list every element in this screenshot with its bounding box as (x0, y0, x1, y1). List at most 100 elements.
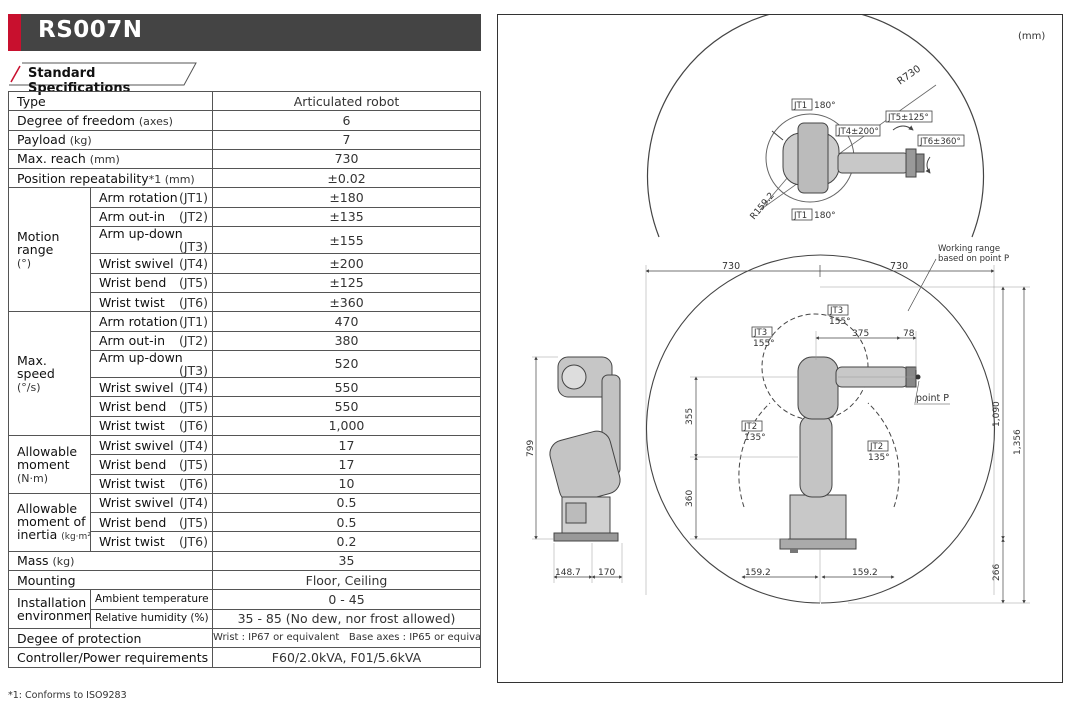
jt3-tag-left: JT3 (753, 328, 767, 338)
table-row: Max.speed(°/s) Arm rotation(JT1) 470 (8, 311, 481, 436)
table-row: Max. reach (mm) 730 (8, 148, 481, 170)
row-label: Wrist twist(JT6) (90, 531, 213, 552)
dimension-drawing: (mm) R730 R159.2 JT1 180° JT1 180° JT4±2… (497, 14, 1063, 683)
row-label: Wrist bend(JT5) (90, 396, 213, 417)
dim-1356: 1,356 (1013, 429, 1023, 455)
row-label: Degree of freedom (axes) (8, 110, 213, 131)
dim-170: 170 (598, 568, 615, 578)
table-row: Mounting Floor, Ceiling (8, 570, 481, 591)
jt3-value-left: 155° (753, 339, 775, 349)
group-label-speed: Max.speed(°/s) (8, 311, 91, 436)
table-row: Controller/Power requirements F60/2.0kVA… (8, 647, 481, 668)
row-value: 0.5 (212, 512, 481, 533)
dim-799: 799 (526, 440, 536, 457)
row-value: ±155 (212, 226, 481, 255)
row-label: Controller/Power requirements (8, 647, 213, 668)
dim-1090: 1,090 (992, 401, 1002, 427)
title-accent (8, 14, 21, 51)
row-value: 17 (212, 454, 481, 475)
jt2-tag-right: JT2 (869, 442, 883, 452)
row-value: 10 (212, 473, 481, 494)
row-label: Wrist twist(JT6) (90, 291, 213, 313)
unit-label: (mm) (1018, 31, 1045, 42)
dim-78: 78 (903, 329, 915, 339)
row-value: Floor, Ceiling (212, 570, 481, 591)
footnote: *1: Conforms to ISO9283 (8, 690, 127, 701)
spec-table: Type Articulated robot Degree of freedom… (8, 90, 481, 668)
row-label: Degee of protection (8, 627, 213, 649)
row-value: 730 (212, 148, 481, 170)
dim-730-left: 730 (722, 261, 740, 272)
row-label: Mounting (8, 570, 213, 591)
row-value: ±0.02 (212, 168, 481, 189)
row-value: Articulated robot (212, 90, 481, 112)
row-value: ±125 (212, 272, 481, 293)
row-value: 17 (212, 434, 481, 456)
table-row: Wrist twist(JT6)±360 (9, 291, 481, 313)
row-label: Wrist bend(JT5) (90, 454, 213, 475)
jt2-value-right: 135° (868, 453, 890, 463)
row-value: ±200 (212, 253, 481, 274)
row-value: ±180 (212, 187, 481, 208)
row-label: Wrist bend(JT5) (90, 272, 213, 293)
section-header: Standard Specifications (8, 62, 197, 96)
row-label: Relative humidity (%) (90, 608, 213, 629)
row-label: Type (8, 90, 213, 112)
dim-360: 360 (685, 490, 695, 507)
row-value: F60/2.0kVA, F01/5.6kVA (212, 647, 481, 668)
row-value: 550 (212, 377, 481, 398)
table-row: Arm up-down(JT3)±155 (9, 226, 481, 255)
table-row: Arm out-in(JT2)±135 (9, 206, 481, 228)
table-row: Wrist bend(JT5)550 (9, 396, 481, 417)
table-row: Degree of freedom (axes) 6 (8, 110, 481, 131)
robot-profile (549, 356, 621, 542)
dim-159-left: 159.2 (745, 568, 771, 578)
row-label: Wrist swivel(JT4) (90, 492, 213, 514)
table-row: Arm up-down(JT3)520 (9, 349, 481, 379)
row-value: 35 (212, 550, 481, 572)
row-value: 520 (212, 349, 481, 379)
table-row: Wrist bend(JT5)17 (9, 454, 481, 475)
row-value: 470 (212, 311, 481, 332)
row-label: Wrist swivel(JT4) (90, 253, 213, 274)
dim-159-right: 159.2 (852, 568, 878, 578)
table-row: Mass (kg) 35 (8, 550, 481, 572)
side-view (645, 254, 996, 604)
table-row: Type Articulated robot (8, 90, 481, 112)
table-row: Arm out-in(JT2)380 (9, 330, 481, 351)
jt4-label: JT4±200° (837, 127, 879, 137)
row-label: Wrist swivel(JT4) (90, 377, 213, 398)
row-value: 0.2 (212, 531, 481, 552)
row-value: 0.5 (212, 492, 481, 514)
row-value: 380 (212, 330, 481, 351)
point-p-label: point P (916, 393, 949, 404)
section-frame-icon (9, 62, 197, 86)
jt3-value-top: 155° (829, 317, 851, 327)
row-label: Position repeatability*1 (mm) (8, 168, 213, 189)
dim-355: 355 (685, 408, 695, 425)
dim-148: 148.7 (555, 568, 581, 578)
row-label: Arm rotation(JT1) (90, 311, 213, 332)
jt2-value-left: 135° (744, 433, 766, 443)
jt1-value-bottom: 180° (814, 211, 836, 221)
row-label: Arm rotation(JT1) (90, 187, 213, 208)
row-value: ±135 (212, 206, 481, 228)
dim-266: 266 (992, 564, 1002, 581)
dim-730-right: 730 (890, 261, 908, 272)
jt5-label: JT5±125° (887, 113, 929, 123)
reach-radius-label: R730 (895, 64, 923, 88)
row-label: Arm out-in(JT2) (90, 330, 213, 351)
row-value: 35 - 85 (No dew, nor frost allowed) (212, 608, 481, 629)
jt3-tag-top: JT3 (829, 306, 843, 316)
row-value: 0 - 45 (212, 589, 481, 610)
model-title: RS007N (38, 17, 143, 43)
jt2-tag-left: JT2 (743, 422, 757, 432)
jt1-tag-top: JT1 (793, 101, 807, 111)
row-value: ±360 (212, 291, 481, 313)
row-label: Wrist twist(JT6) (90, 473, 213, 494)
